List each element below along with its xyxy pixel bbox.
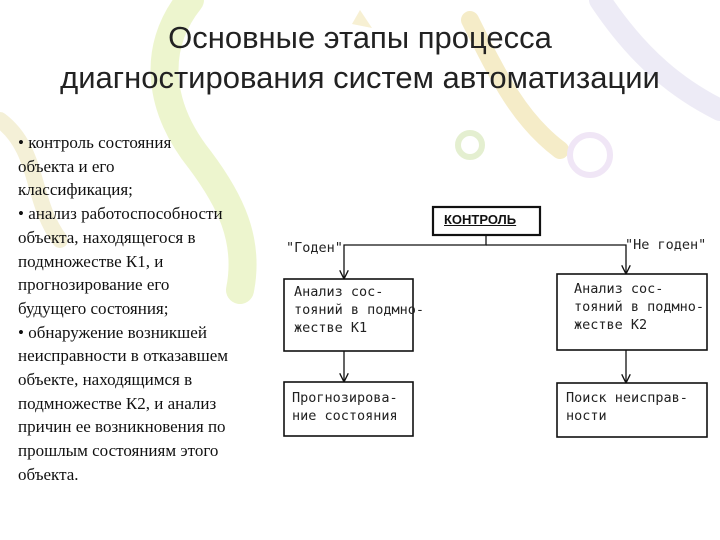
bullet-line: объекта. [18,464,79,484]
bullet-line: прошлым состояниям этого [18,441,219,461]
bullet-list: • контроль состояния объекта и его класс… [18,131,260,511]
bullet-line: подмножестве К2, и анализ [18,393,217,413]
bullet-line: причин ее возникновения по [18,417,226,437]
search-text: Поиск неисправ- ности [566,389,688,425]
control-label: КОНТРОЛЬ [444,212,517,227]
box-line: жестве К2 [574,317,648,333]
search-box [556,382,708,438]
bullet-line: объекта и его [18,156,115,176]
control-box [431,205,542,237]
diagram-lines [283,205,708,438]
bullet-line: неисправности в отказавшем [18,346,229,366]
bullet-line: объекта, находящегося в [18,227,196,247]
bullet-line: прогнозирование его [18,275,170,295]
title-line-1: Основные этапы процесса [168,20,552,55]
box-line: Поиск неисправ- [566,390,688,406]
bullet-line: подмножестве К1, и [18,251,164,271]
slide-title: Основные этапы процесса диагностирования… [0,18,720,98]
bullet-line: • анализ работоспособности [18,204,223,224]
title-line-2: диагностирования систем автоматизации [60,60,660,95]
box-line: тояний в подмно- [574,299,705,315]
connector-top-right [486,244,626,273]
label-good: "Годен" [286,240,343,256]
analysis-k2-text: Анализ сос- тояний в подмно- жестве К2 [574,280,704,334]
box-line: Анализ сос- [294,284,384,300]
box-line: жестве К1 [294,320,368,336]
bullet-line: • обнаружение возникшей [18,322,207,342]
label-not-good: "Не годен" [625,237,707,253]
bullet-line: будущего состояния; [18,298,169,318]
prognosis-box [283,381,414,437]
analysis-k1-text: Анализ сос- тояний в подмно- жестве К1 [294,283,424,337]
connector-top [344,235,487,278]
box-line: ности [566,408,607,424]
prognosis-text: Прогнозирова- ние состояния [292,389,398,425]
box-line: Анализ сос- [574,281,664,297]
bullet-line: объекте, находящимся в [18,370,193,390]
bullet-line: классификация; [18,180,133,200]
box-line: тояний в подмно- [294,302,425,318]
control-flow-diagram: КОНТРОЛЬ "Годен" "Не годен" Анализ сос- … [262,190,720,450]
analysis-k2-box [556,273,708,351]
bullet-line: • контроль состояния [18,133,172,152]
box-line: ние состояния [292,408,398,424]
box-line: Прогнозирова- [292,390,398,406]
analysis-k1-box [283,278,414,352]
